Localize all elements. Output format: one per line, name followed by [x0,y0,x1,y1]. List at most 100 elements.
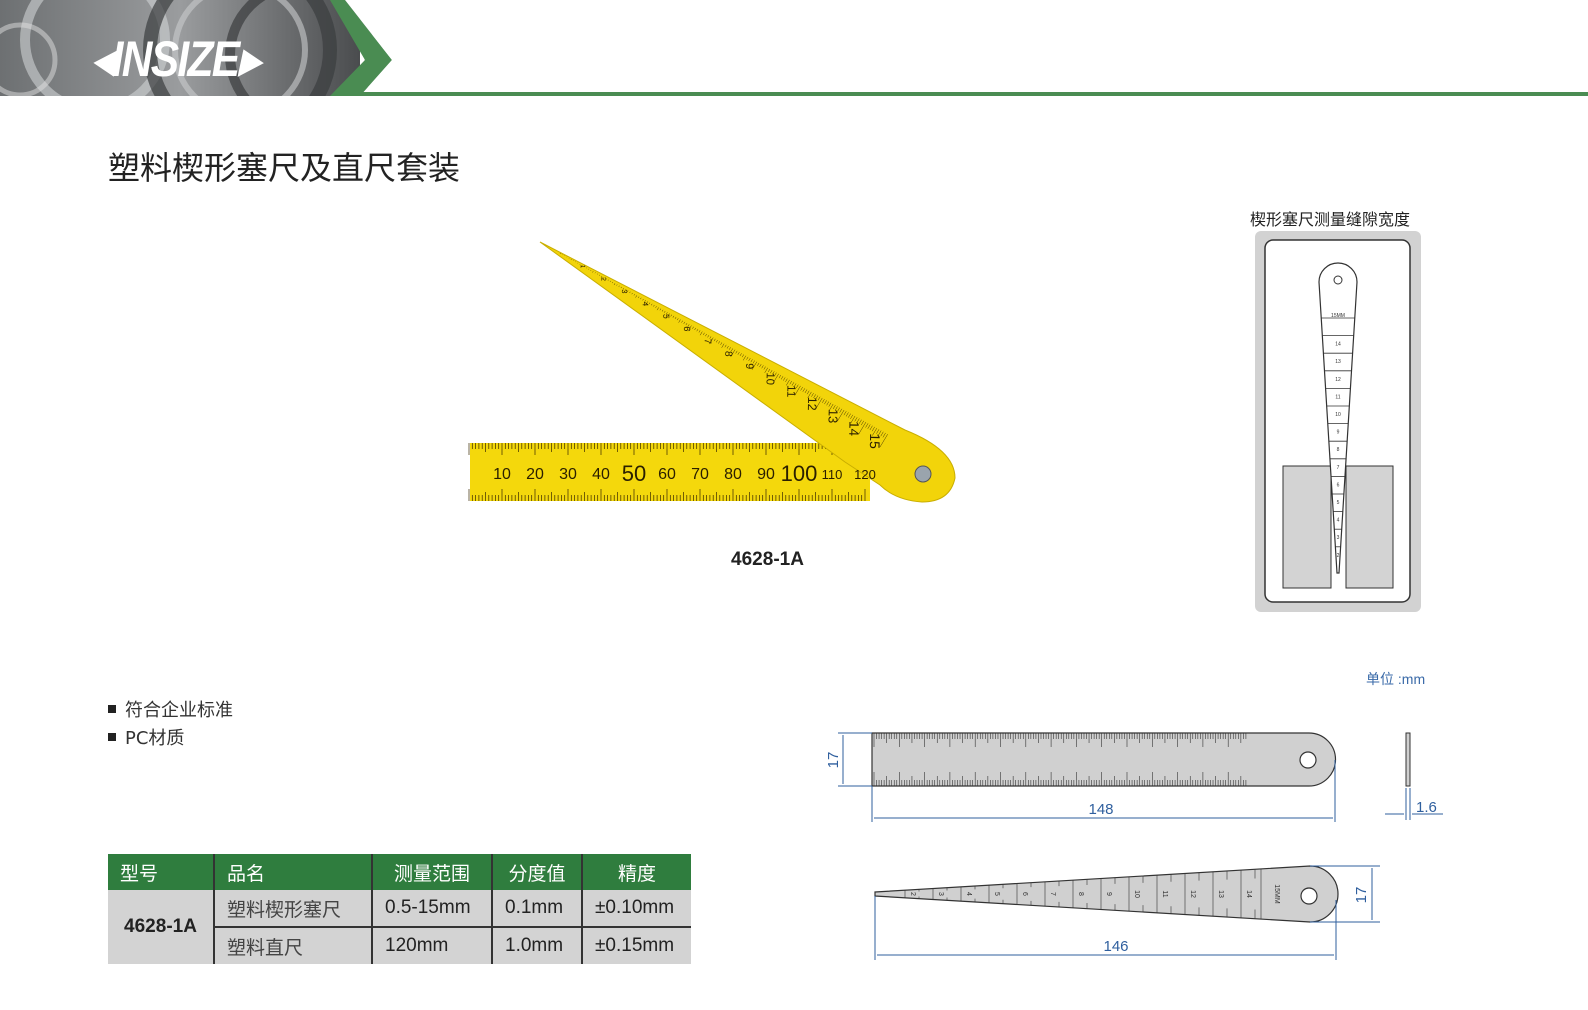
illustration-label: 12 [1335,377,1341,383]
tick [843,411,847,416]
tick [761,365,764,369]
wedge-label: 4 [641,302,650,307]
tick [653,304,655,307]
tick [785,378,788,382]
tick [737,351,740,355]
page-title: 塑料楔形塞尺及直尺套装 [108,149,461,187]
tick [720,342,723,345]
tick [644,300,646,302]
dim-ruler-height: 17 [825,752,842,769]
illustration-label: 13 [1335,359,1341,365]
tick [879,434,888,448]
wedge-drawing-label: 7 [1049,892,1056,896]
tick [666,312,668,315]
tick [602,277,605,280]
tick [872,427,878,436]
illustration-label: 7 [1337,465,1340,471]
dim-wedge-length: 146 [1103,938,1128,955]
unit-label: 单位 :mm [1366,671,1426,687]
illustration-caption: 楔形塞尺测量缝隙宽度 [1250,210,1411,229]
tick [607,279,609,281]
tick [718,341,720,344]
tick [850,415,856,424]
tick [687,324,690,327]
tick [618,285,620,287]
cell-range: 0.5-15mm [372,890,493,928]
cell-name: 塑料楔形塞尺 [214,890,373,928]
wedge-drawing-label: 13 [1217,890,1224,898]
tick [848,413,851,418]
tick [750,359,753,363]
tick [876,429,880,434]
tick [764,367,768,373]
tick [620,286,622,289]
tick [828,402,832,407]
tick [726,345,729,349]
feature-item: 符合企业标准 [108,696,233,722]
tick [867,424,871,429]
tick [839,408,843,413]
wedge-drawing-label: 8 [1077,892,1084,896]
tick [837,407,840,412]
wedge-label: 1 [579,265,586,269]
tick [807,391,812,399]
wedge-label: 7 [702,339,713,345]
tick [731,348,734,352]
logo-text: INSIZE [111,31,240,87]
tick [829,403,834,411]
tick [871,426,875,432]
tick [751,361,758,370]
tick [813,394,816,399]
wedge-drawing-label: 5 [993,892,1000,896]
wedge-drawing-label: 11 [1161,890,1168,897]
illustration-label: 8 [1337,447,1340,453]
header-name: 品名 [214,854,373,890]
header-range: 测量范围 [372,854,493,890]
tick [802,388,806,392]
tick [770,370,773,374]
illustration-label: 6 [1337,482,1340,488]
tick [741,354,744,358]
ruler-label: 100 [781,461,818,486]
tick [882,432,886,438]
ruler-label: 30 [559,466,577,483]
tick [616,284,618,286]
straight-ruler [470,443,870,501]
feature-text: 符合企业标准 [125,700,233,721]
illustration-wedge [1318,262,1358,574]
cell-name: 塑料直尺 [214,927,373,964]
ruler-label: 60 [658,466,676,483]
tick [786,379,790,386]
tick [794,385,801,396]
tick [631,292,633,295]
wedge-drawing-label: 12 [1189,890,1196,898]
tick [800,386,803,391]
tick [796,384,799,389]
tick [791,382,795,386]
wedge-drawing-label: 9 [1105,892,1112,896]
wedge-label: 8 [722,351,733,357]
spec-table: 型号 品名 测量范围 分度值 精度 4628-1A 塑料楔形塞尺 0.5-15m… [108,854,691,964]
tick [681,320,683,323]
tick [672,315,675,318]
hole-icon [1333,275,1343,285]
cell-accuracy: ±0.10mm [582,890,691,928]
cell-resolution: 0.1mm [492,890,583,928]
tick [642,298,644,301]
tick [837,409,845,422]
ruler-label: 50 [622,461,646,486]
dim-ruler-length: 148 [1088,801,1113,818]
gap-block-right [1345,465,1394,589]
cell-resolution: 1.0mm [492,927,583,964]
tick [824,400,827,405]
ruler-label: 90 [757,466,775,483]
wedge-drawing-label: 15MM [1273,884,1280,904]
tick [724,344,727,348]
ruler-label: 10 [493,466,511,483]
table-header-row: 型号 品名 测量范围 分度值 精度 [108,854,691,890]
wedge-label: 12 [805,397,819,411]
illustration-label: 5 [1337,500,1340,506]
cell-model: 4628-1A [108,890,215,964]
